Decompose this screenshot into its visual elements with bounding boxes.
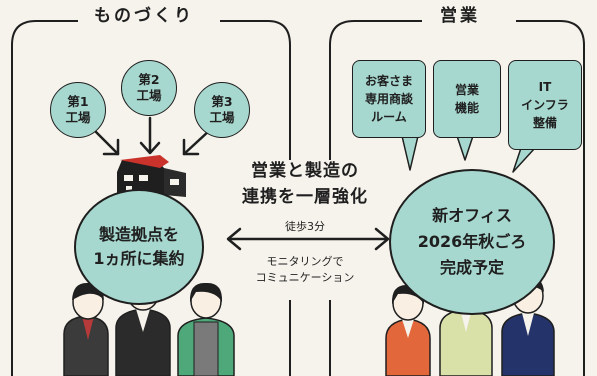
sales-pointer-2 [456,135,474,161]
sales-function-sales: 営業 機能 [433,60,501,138]
new-office-line2: 2026年秋ごろ [417,232,527,251]
staff-left-1 [63,282,109,376]
manufacturing-hub-line2: 1ヵ所に集約 [93,249,185,268]
sales-section-title: 営業 [432,4,488,28]
manufacturing-hub-circle: 製造拠点を 1ヵ所に集約 [74,189,204,305]
new-office-line1: 新オフィス [432,206,512,225]
sales-pointer-1 [401,135,419,171]
staff-left-3 [177,282,235,376]
sales-pointer-3 [512,147,536,173]
factory-arrow-3 [182,128,212,156]
manufacturing-frame-left [11,20,78,376]
new-office-line3: 完成予定 [439,258,504,277]
factory-arrow-2 [139,116,161,155]
monitoring-label-line2: コミュニケーション [255,271,355,284]
new-office-circle: 新オフィス 2026年秋ごろ 完成予定 [389,169,555,315]
factory-3-bubble: 第3 工場 [194,82,250,138]
monitoring-label-line1: モニタリングで [266,255,344,268]
sales-function-meeting-room: お客さま 専用商談 ルーム [352,60,426,138]
walk-time-label: 徒歩3分 [285,220,325,233]
staff-right-1 [385,284,431,376]
double-arrow [226,227,390,251]
center-heading-line2: 連携を一層強化 [242,187,368,207]
manufacturing-hub-line1: 製造拠点を [98,225,179,244]
sales-frame-right [516,20,585,376]
sales-function-it-infra: IT インフラ 整備 [508,60,582,150]
manufacturing-section-title: ものづくり [86,4,202,28]
manufacturing-frame-right [220,20,291,160]
sales-frame-left [329,20,422,160]
factory-2-bubble: 第2 工場 [121,60,177,116]
factory-1-bubble: 第1 工場 [50,82,106,138]
factory-arrow-1 [92,128,120,156]
center-heading-line1: 営業と製造の [251,161,359,181]
